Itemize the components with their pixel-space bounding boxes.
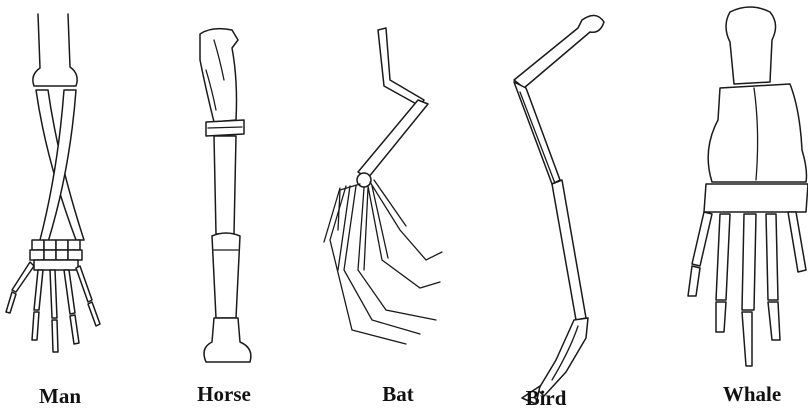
- bat-radius: [358, 100, 428, 178]
- man-limb: [6, 14, 100, 352]
- horse-humerus: [200, 29, 238, 122]
- whale-digits: [688, 212, 806, 366]
- man-label: Man: [39, 384, 81, 409]
- bat-label: Bat: [382, 382, 414, 407]
- bird-forearm: [552, 180, 586, 320]
- bird-label: Bird: [526, 386, 567, 411]
- man-humerus: [33, 14, 77, 86]
- whale-label: Whale: [723, 382, 781, 407]
- man-carpals: [30, 240, 82, 270]
- whale-humerus: [726, 7, 776, 84]
- bird-hand: [538, 318, 588, 396]
- whale-carpals: [704, 184, 808, 212]
- horse-cannon-bone: [214, 136, 236, 234]
- whale-limb: [688, 7, 808, 366]
- horse-pastern: [212, 233, 240, 318]
- bat-digits: [324, 180, 442, 344]
- horse-limb: [200, 29, 251, 362]
- horse-label: Horse: [197, 382, 251, 407]
- man-digits: [6, 262, 100, 352]
- bat-limb: [324, 28, 442, 344]
- bird-limb: [514, 15, 604, 404]
- horse-hoof: [204, 318, 251, 362]
- bird-radius-ulna: [514, 82, 560, 184]
- bat-humerus: [378, 28, 424, 106]
- bird-humerus: [514, 15, 604, 88]
